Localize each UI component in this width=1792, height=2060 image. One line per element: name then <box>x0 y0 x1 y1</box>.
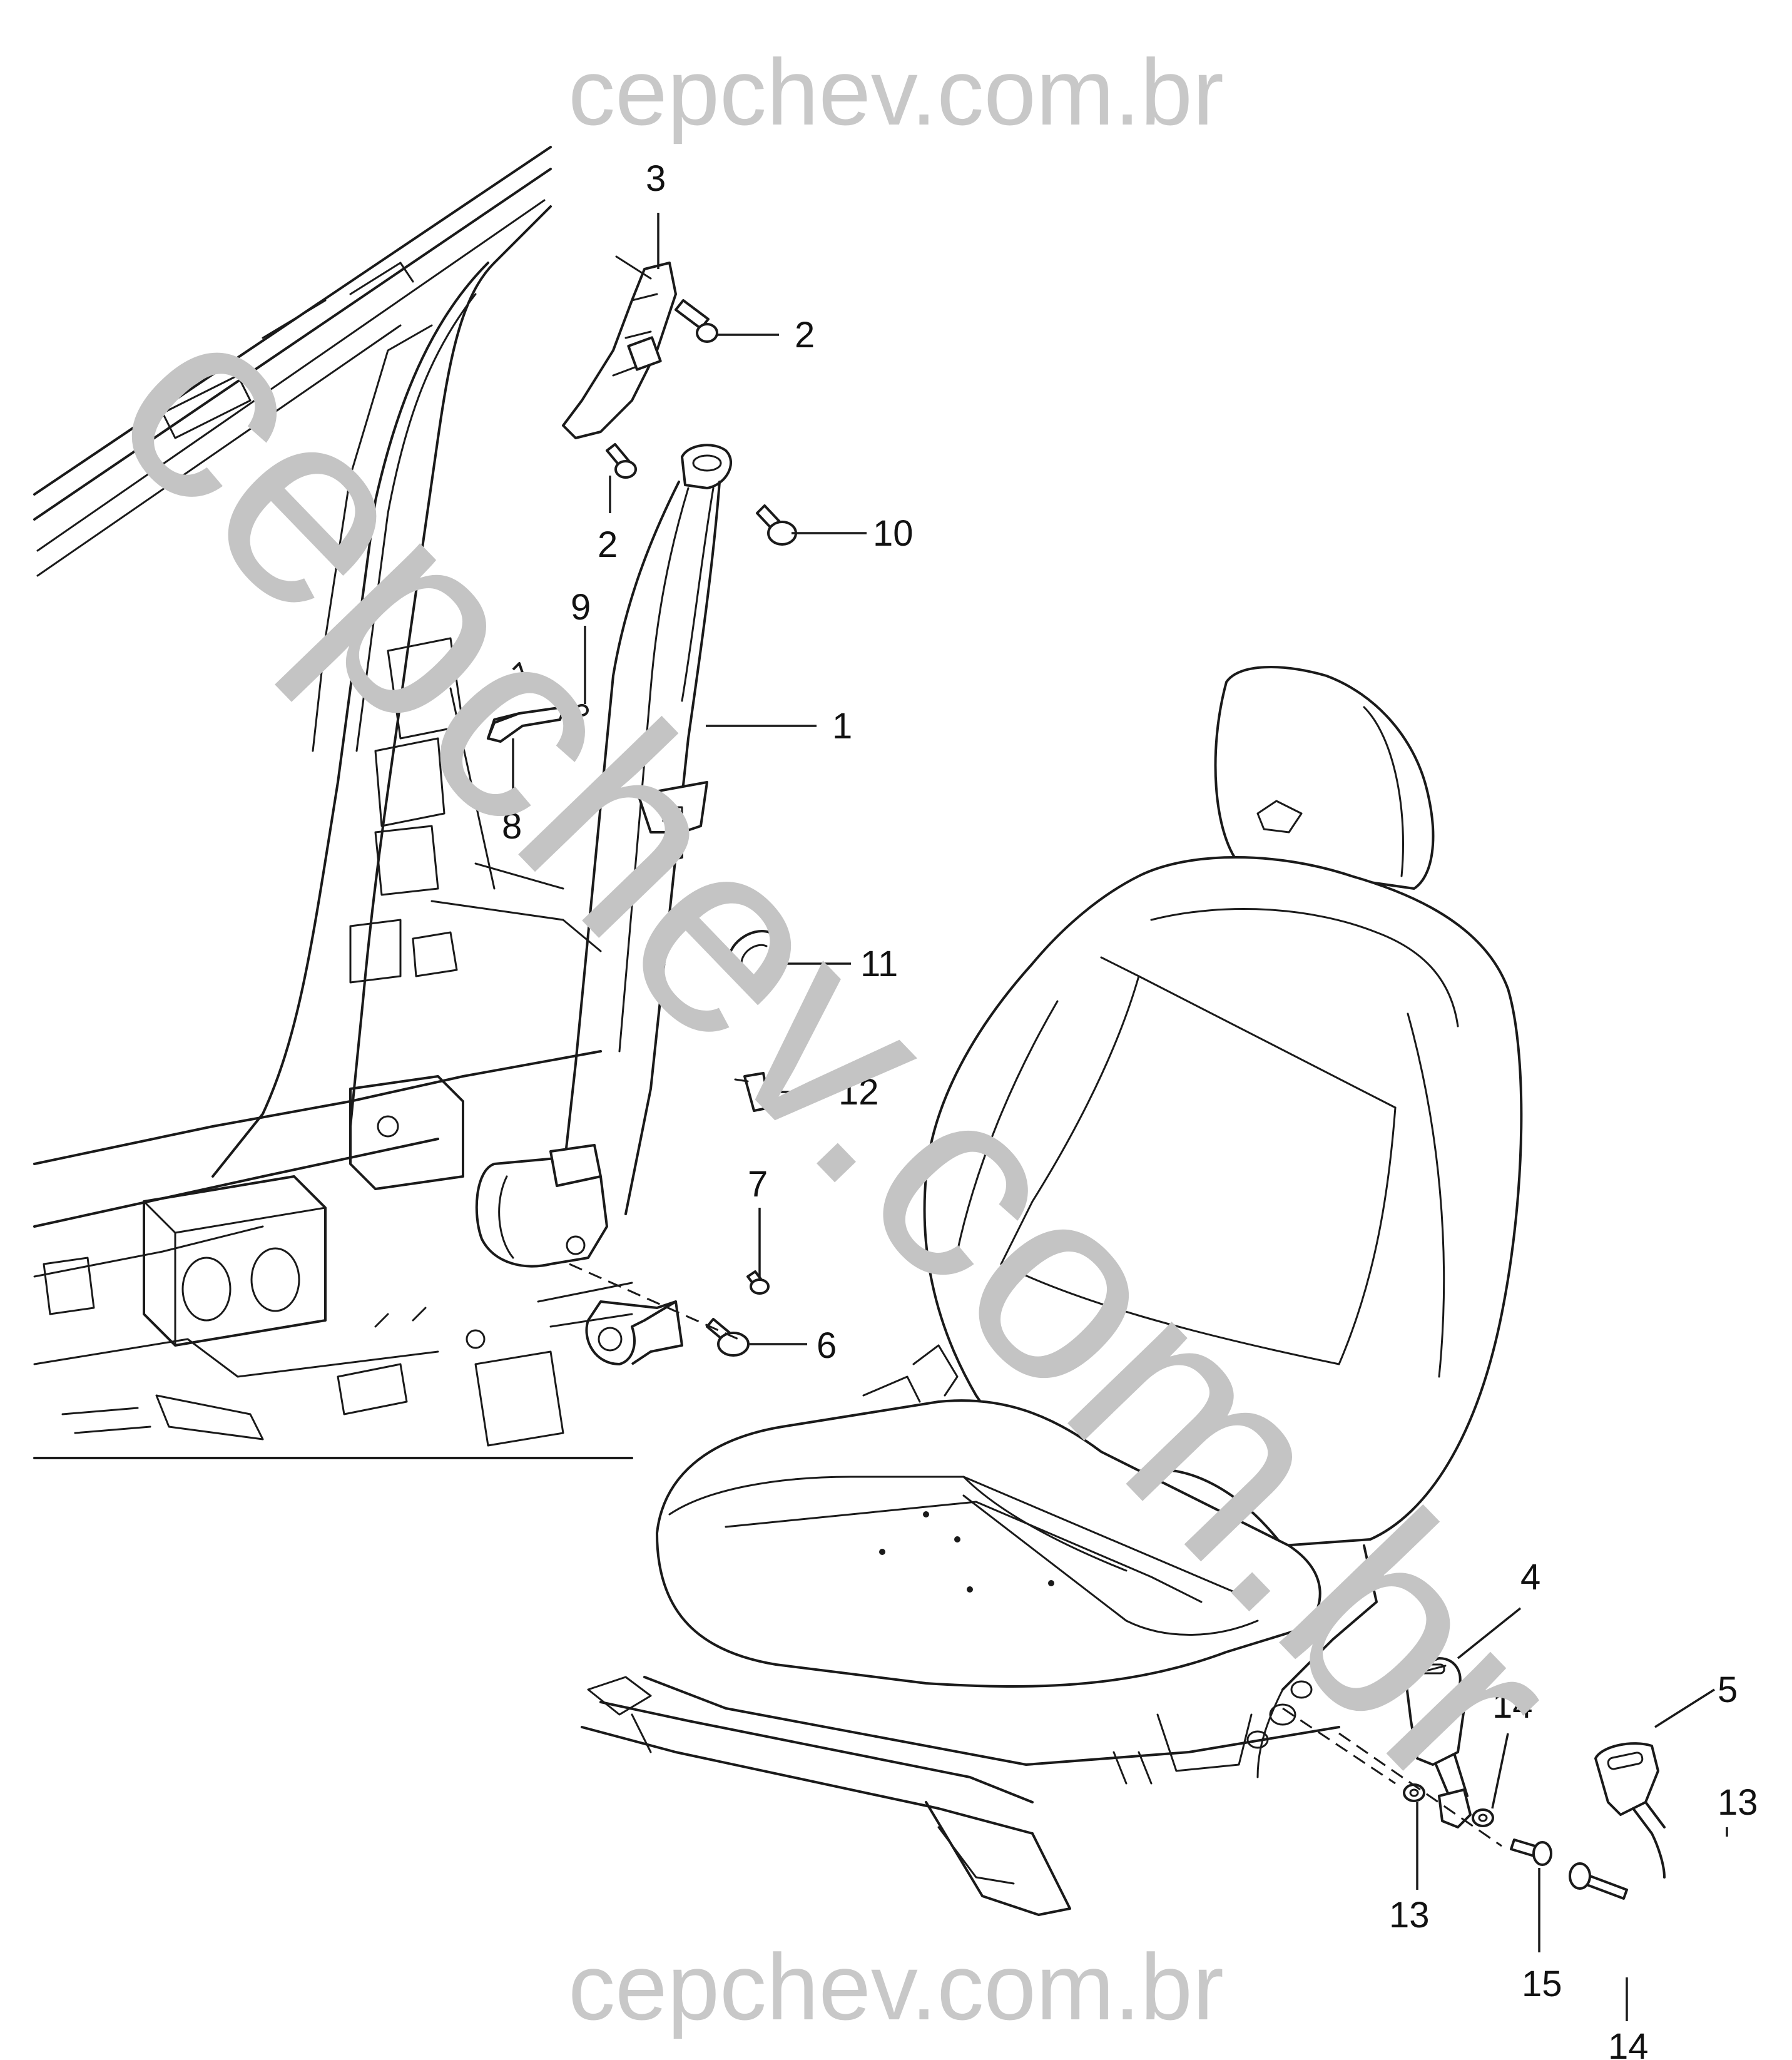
part-14-washer-left <box>1472 1808 1494 1827</box>
callout-12: 12 <box>838 1072 879 1113</box>
callout-2-lower: 2 <box>598 524 618 565</box>
leader-lines <box>512 213 1728 2021</box>
callout-13-right: 13 <box>1718 1782 1758 1823</box>
part-15-bolt-right <box>1569 1862 1628 1900</box>
seat-assembly <box>581 666 1523 1916</box>
part-5-buckle <box>1594 1742 1666 1879</box>
callout-11: 11 <box>860 944 898 984</box>
part-8-bracket <box>487 662 568 743</box>
callout-labels: 1 2 2 3 4 5 6 7 8 9 10 11 12 13 13 14 14… <box>502 158 1758 2060</box>
callout-9: 9 <box>571 587 591 628</box>
part-15-bolt-left <box>1510 1838 1552 1866</box>
part-2-upper-bolt <box>675 299 718 343</box>
callout-8: 8 <box>502 806 522 847</box>
part-7-bolt <box>746 1270 770 1295</box>
part-12-clip <box>734 1072 771 1112</box>
watermark-bottom: cepchev.com.br <box>568 1934 1224 2039</box>
part-1-seat-belt-assembly <box>475 444 733 1365</box>
part-6-anchor-bolt <box>706 1318 750 1357</box>
callout-6: 6 <box>817 1325 837 1366</box>
callout-13-left: 13 <box>1389 1895 1430 1935</box>
part-11-grommet <box>727 930 780 989</box>
part-9-screw <box>575 704 589 716</box>
callout-14-upper: 14 <box>1492 1685 1533 1726</box>
part-10-guide-bolt <box>756 504 797 546</box>
callout-3: 3 <box>646 158 666 199</box>
callout-15: 15 <box>1522 1964 1562 2004</box>
part-4-buckle <box>1403 1657 1472 1828</box>
callout-14-lower: 14 <box>1608 2026 1649 2060</box>
body-pillar-structure <box>33 146 633 1459</box>
part-3-height-adjuster <box>562 255 677 439</box>
callout-4: 4 <box>1520 1557 1540 1598</box>
callout-10: 10 <box>873 513 914 554</box>
part-2-lower-bolt <box>606 443 637 479</box>
callout-2-upper: 2 <box>795 315 815 355</box>
watermark-top: cepchev.com.br <box>568 39 1224 145</box>
callout-5: 5 <box>1718 1670 1738 1710</box>
callout-7: 7 <box>748 1164 768 1205</box>
callout-1: 1 <box>832 706 852 747</box>
